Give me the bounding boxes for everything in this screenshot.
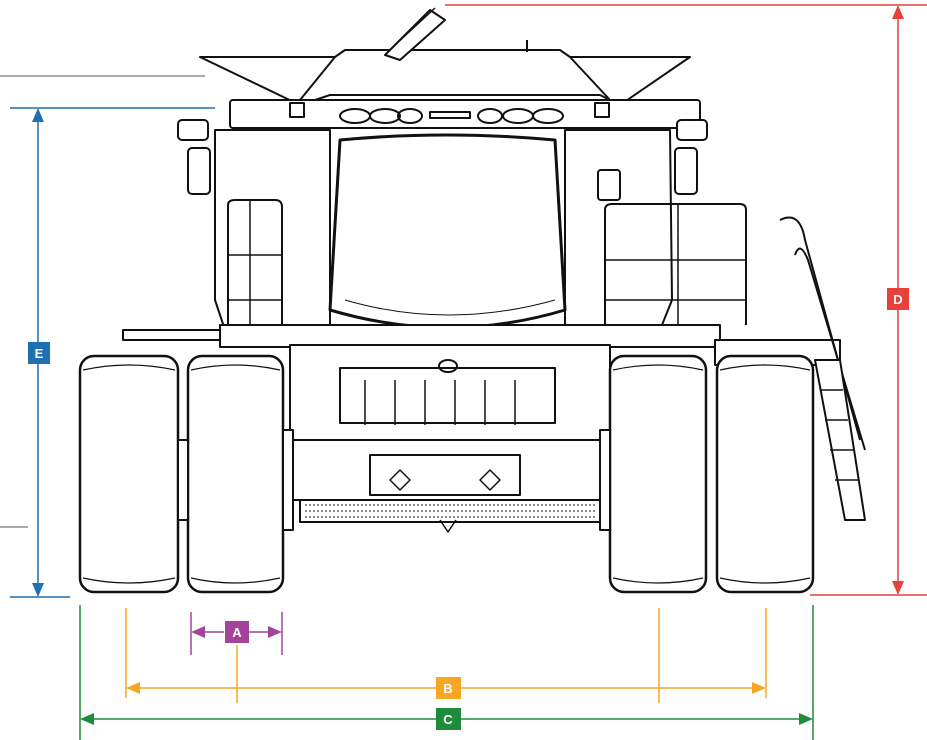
dimension-d-label: D bbox=[893, 292, 902, 307]
dimension-e-badge bbox=[28, 342, 50, 364]
dimension-d-badge bbox=[887, 288, 909, 310]
dimension-c-label: C bbox=[443, 712, 453, 727]
dimension-b-label: B bbox=[443, 681, 452, 696]
dimension-e bbox=[10, 107, 215, 598]
dimension-c-badge bbox=[436, 708, 461, 730]
dimension-a-label: A bbox=[232, 625, 242, 640]
dimension-b bbox=[125, 608, 767, 703]
dimension-a bbox=[190, 612, 283, 655]
dimension-a-badge bbox=[225, 621, 249, 643]
dimension-b-badge bbox=[436, 677, 461, 699]
dimension-e-label: E bbox=[35, 346, 44, 361]
combine-front-view-drawing bbox=[78, 7, 866, 594]
dimension-c bbox=[79, 605, 814, 740]
extension-lines bbox=[0, 75, 205, 528]
dimension-d bbox=[445, 4, 927, 596]
